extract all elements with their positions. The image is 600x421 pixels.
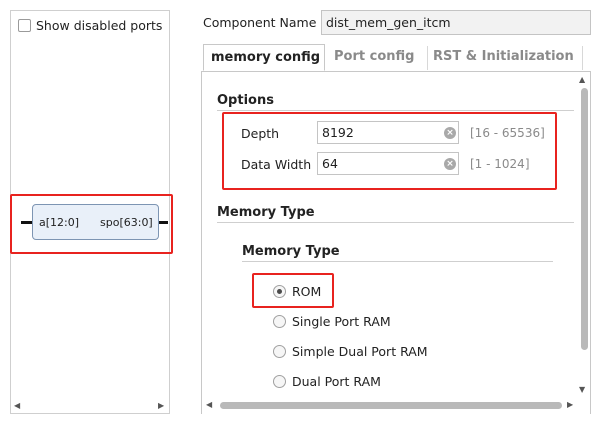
depth-range-hint: [16 - 65536] [470,126,545,140]
tab-divider [582,46,583,70]
show-disabled-ports-label[interactable]: Show disabled ports [36,18,163,33]
arrow-left-icon[interactable]: ◀ [14,401,21,410]
input-pin [21,221,32,224]
radio-selected-dot [277,289,282,294]
simple-dual-port-ram-radio[interactable] [273,345,286,358]
input-port-label: a[12:0] [39,216,80,229]
dual-port-ram-radio[interactable] [273,375,286,388]
horizontal-scroll-thumb[interactable] [220,402,562,409]
highlight-box-rom [252,273,334,308]
data-width-range-hint: [1 - 1024] [470,157,530,171]
clear-icon[interactable]: × [444,158,456,170]
horizontal-scrollbar[interactable]: ◀ ▶ [203,398,577,412]
section-divider [217,222,574,223]
depth-label: Depth [241,126,280,141]
depth-field[interactable]: 8192 [317,121,459,144]
highlight-box-symbol [10,194,173,254]
left-horizontal-scrollbar[interactable]: ◀ ▶ [11,399,169,413]
clear-icon[interactable]: × [444,127,456,139]
component-name-field[interactable]: dist_mem_gen_itcm [321,10,591,35]
tab-memory-config[interactable]: memory config [203,44,325,71]
tab-port-config[interactable]: Port config [334,49,415,64]
output-pin [159,221,168,224]
tab-rst-initialization[interactable]: RST & Initialization [433,49,574,64]
single-port-ram-radio[interactable] [273,315,286,328]
arrow-up-icon[interactable]: ▲ [579,75,586,84]
arrow-down-icon[interactable]: ▼ [579,385,586,394]
rom-radio-label[interactable]: ROM [292,284,322,299]
arrow-right-icon[interactable]: ▶ [567,400,574,409]
section-divider [217,110,574,111]
arrow-left-icon[interactable]: ◀ [206,400,213,409]
data-width-label: Data Width [241,157,312,172]
single-port-ram-radio-label[interactable]: Single Port RAM [292,314,391,329]
output-port-label: spo[63:0] [100,216,153,229]
options-section-title: Options [217,93,274,108]
group-divider [242,261,553,262]
component-name-label: Component Name [203,15,317,30]
rom-radio[interactable] [273,285,286,298]
memory-config-panel [201,71,591,414]
memory-type-group-title: Memory Type [242,244,340,259]
highlight-box-parameters [222,112,557,190]
memory-type-section-title: Memory Type [217,205,315,220]
simple-dual-port-ram-radio-label[interactable]: Simple Dual Port RAM [292,344,428,359]
vertical-scroll-thumb[interactable] [581,88,588,350]
tab-divider [427,46,428,70]
data-width-field[interactable]: 64 [317,152,459,175]
show-disabled-ports-checkbox[interactable] [18,19,31,32]
dual-port-ram-radio-label[interactable]: Dual Port RAM [292,374,381,389]
tab-bar [201,42,591,72]
arrow-right-icon[interactable]: ▶ [158,401,165,410]
ip-symbol-block[interactable] [32,204,159,240]
